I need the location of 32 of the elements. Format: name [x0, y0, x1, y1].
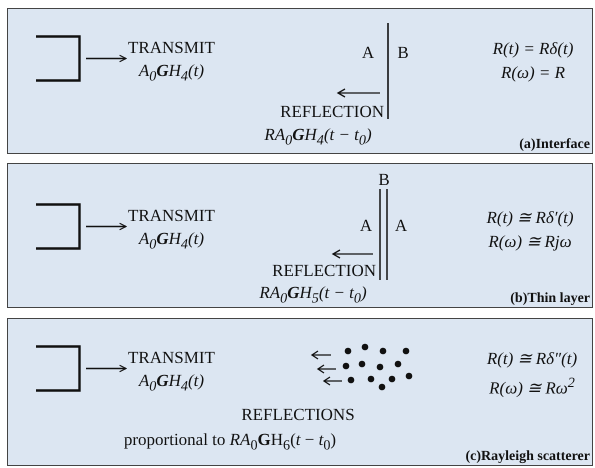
formula: RA$_{0}$GH$_{4}$(t − t$_{0}$) [264, 124, 372, 150]
equation: R(ω) ≅ Rjω [488, 231, 572, 253]
medium-label: A [394, 215, 408, 237]
formula: A$_{0}$GH$_{4}$(t) [138, 228, 204, 254]
panel-caption: (a)Interface [519, 137, 590, 153]
formula: A$_{0}$GH$_{4}$(t) [138, 370, 204, 396]
equation: R(t) ≅ Rδ′(t) [486, 207, 574, 229]
panel [7, 318, 593, 466]
reflection-label: REFLECTIONS [241, 404, 355, 426]
reflection-label: REFLECTION [280, 101, 384, 123]
arrow [86, 54, 127, 62]
formula: RA$_{0}$GH$_{5}$(t − t$_{0}$) [259, 282, 367, 308]
formula: A$_{0}$GH$_{4}$(t) [138, 60, 204, 86]
arrow [86, 364, 127, 372]
medium-label: A [360, 215, 372, 237]
equation: R(t) ≅ Rδ″(t) [486, 348, 578, 370]
signal-label: TRANSMIT [128, 37, 215, 59]
medium-label: B [397, 42, 409, 64]
arrow [86, 222, 127, 230]
panel [7, 8, 593, 154]
panel-caption: (c)Rayleigh scatterer [465, 449, 590, 465]
signal-label: TRANSMIT [128, 347, 215, 369]
equation: R(t) = Rδ(t) [492, 38, 574, 60]
panel-caption: (b)Thin layer [510, 291, 590, 307]
medium-label: A [362, 42, 374, 64]
formula-text: proportional to RA$_{0}$GH$_{6}$(t − t$_{0}$) [124, 429, 336, 456]
equation: R(ω) = R [500, 62, 566, 84]
panel [7, 163, 593, 308]
equation: R(ω) ≅ Rω$^{2}$ [489, 374, 575, 400]
reflection-label: REFLECTION [272, 260, 376, 282]
medium-label: B [378, 169, 390, 191]
signal-label: TRANSMIT [128, 205, 215, 227]
